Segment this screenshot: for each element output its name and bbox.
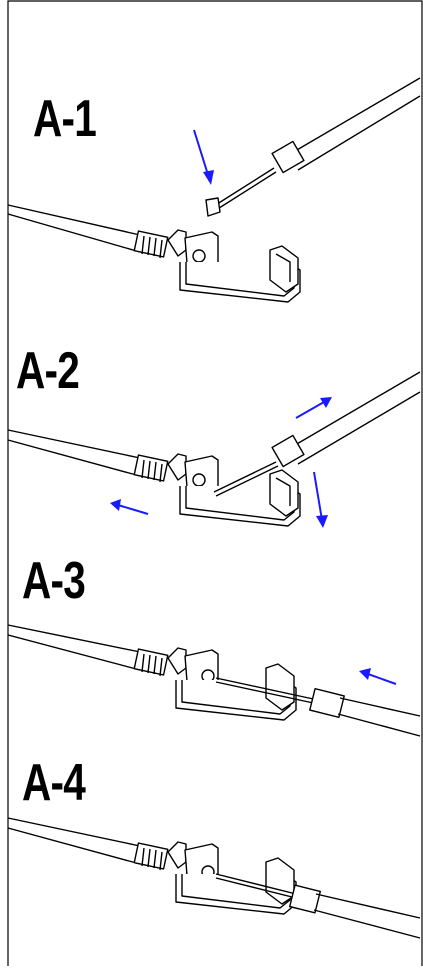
thread-lines [141,459,163,483]
adjuster-nut [167,647,187,675]
right-cable [337,697,421,737]
upper-cable [289,77,421,171]
cable-end-ferrule [309,687,345,719]
adjuster-nut [167,229,187,257]
cable-hanger-inner [275,477,291,506]
step-a4-drawing [7,817,421,939]
adjuster-nut [167,841,187,869]
step-a1-drawing [7,77,421,303]
cable-hanger [265,663,295,711]
step-a2-arrows [110,397,332,528]
upper-cable [289,371,421,465]
thread-lines [141,653,163,677]
arrow-head [359,668,371,680]
arrow-head [203,170,214,185]
arrow-shaft-left [117,504,149,515]
step-a2-drawing [7,371,421,527]
cable-hanger [269,245,299,293]
arrow-head-left [110,499,121,511]
arrow-shaft-down [313,471,323,521]
cable-hanger [269,469,299,517]
cable-hanger-inner [275,253,291,282]
threaded-ferrule [133,648,169,676]
inner-wire [213,167,277,211]
wire-end-nipple [205,197,221,217]
threaded-ferrule [133,230,169,258]
cable-end-ferrule [271,434,305,468]
arrow-head-down [316,515,328,528]
left-cable [7,624,141,671]
right-cable [313,893,421,939]
inner-wire [215,873,297,899]
step-a1-arrows [193,129,214,185]
inner-wire [213,461,279,497]
step-label-a4: A-4 [22,754,86,812]
step-a3-drawing [7,624,421,737]
left-cable [7,817,141,865]
cable-end-ferrule [271,140,305,174]
arrow-head-up [320,397,332,408]
bolt-head [192,473,206,487]
thread-lines [141,235,163,259]
threaded-ferrule [133,454,169,482]
threaded-ferrule [133,842,169,870]
step-label-a1: A-1 [33,90,97,148]
left-cable [7,204,141,253]
adjuster-nut [167,453,187,481]
arrow-shaft-up [295,401,325,419]
inner-wire [215,677,319,705]
page-border [7,0,423,966]
step-label-a2: A-2 [16,342,80,400]
arrow-shaft [193,129,210,179]
cable-end-ferrule [289,884,321,914]
arrow-shaft [367,673,397,685]
left-cable [7,429,141,477]
step-label-a3: A-3 [22,552,86,610]
bolt-head [192,249,206,263]
step-a3-arrows [359,668,397,685]
thread-lines [141,847,163,871]
